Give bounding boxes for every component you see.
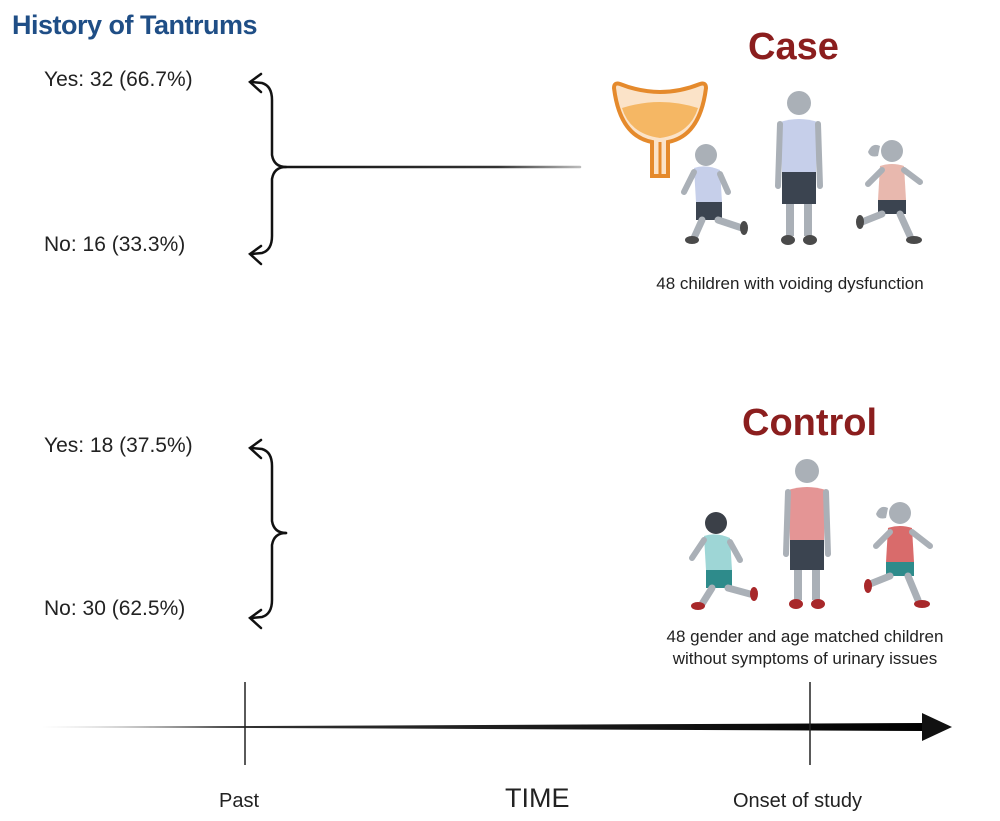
control-caption-line1: 48 gender and age matched children [666, 627, 944, 646]
case-heading: Case [748, 26, 839, 68]
timeline-axis [40, 682, 952, 765]
child-running-icon [681, 144, 748, 244]
control-girl-running-icon [864, 502, 933, 608]
girl-running-icon [856, 140, 923, 244]
control-caption-line2: without symptoms of urinary issues [672, 649, 938, 668]
control-child-standing-icon [783, 459, 831, 609]
past-label: Past [219, 790, 260, 812]
child-standing-icon [775, 91, 823, 245]
control-child-running-icon [689, 512, 758, 610]
onset-label: Onset of study [733, 790, 862, 812]
control-bracket [248, 438, 288, 630]
timeline-arrowhead [922, 713, 952, 741]
case-yes-label: Yes: 32 (66.7%) [44, 68, 193, 91]
case-caption: 48 children with voiding dysfunction [656, 274, 924, 293]
time-axis-label: TIME [505, 783, 570, 813]
case-bracket [248, 72, 582, 266]
bladder-icon [611, 81, 709, 178]
case-no-label: No: 16 (33.3%) [44, 233, 186, 256]
control-no-label: No: 30 (62.5%) [44, 597, 186, 620]
diagram-title: History of Tantrums [12, 10, 258, 40]
control-yes-label: Yes: 18 (37.5%) [44, 434, 193, 457]
control-heading: Control [742, 402, 878, 444]
